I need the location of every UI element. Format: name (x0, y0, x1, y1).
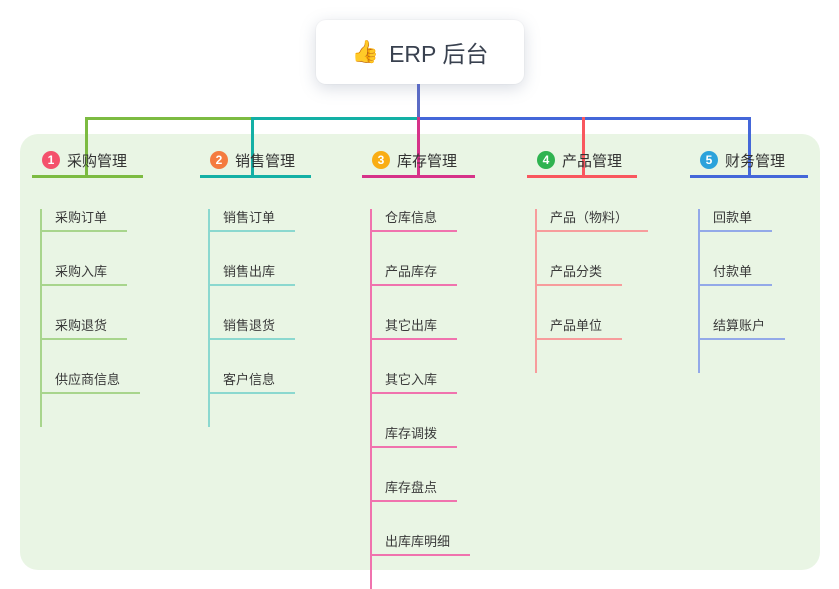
mindmap-canvas (20, 134, 820, 570)
branch-title-procurement[interactable]: 1 采购管理 (32, 145, 143, 178)
node-warehouse-info[interactable]: 仓库信息 (370, 209, 458, 232)
node-receipt-bill[interactable]: 回款单 (698, 209, 773, 232)
branch-vline (208, 209, 210, 427)
branch-product: 4 产品管理 产品（物料） 产品分类 产品单位 (527, 145, 649, 373)
connector-v-branch4 (582, 117, 585, 178)
branch-vline (40, 209, 42, 427)
badge-1: 1 (42, 151, 60, 169)
branch-label: 产品管理 (562, 152, 623, 170)
branch-children: 销售订单 销售出库 销售退货 客户信息 (208, 209, 311, 427)
branch-procurement: 1 采购管理 采购订单 采购入库 采购退货 供应商信息 (32, 145, 143, 427)
root-node-label: ERP 后台 (389, 41, 489, 67)
node-other-outbound[interactable]: 其它出库 (370, 317, 458, 340)
node-product-unit[interactable]: 产品单位 (535, 317, 623, 340)
connector-v-branch3 (417, 117, 420, 178)
node-stock-transfer[interactable]: 库存调拨 (370, 425, 458, 448)
node-sales-order[interactable]: 销售订单 (208, 209, 296, 232)
branch-vline (698, 209, 700, 373)
node-purchase-order[interactable]: 采购订单 (40, 209, 128, 232)
badge-5: 5 (700, 151, 718, 169)
branch-sales: 2 销售管理 销售订单 销售出库 销售退货 客户信息 (200, 145, 311, 427)
node-product-material[interactable]: 产品（物料） (535, 209, 649, 232)
branch-finance: 5 财务管理 回款单 付款单 结算账户 (690, 145, 808, 373)
connector-h-branch2 (251, 117, 419, 120)
branch-title-product[interactable]: 4 产品管理 (527, 145, 637, 178)
node-payment-bill[interactable]: 付款单 (698, 263, 773, 286)
node-sales-outbound[interactable]: 销售出库 (208, 263, 296, 286)
branch-children: 回款单 付款单 结算账户 (698, 209, 808, 373)
connector-h-branch1 (85, 117, 253, 120)
badge-4: 4 (537, 151, 555, 169)
badge-3: 3 (372, 151, 390, 169)
node-product-category[interactable]: 产品分类 (535, 263, 623, 286)
thumbs-up-icon: 👍 (351, 39, 380, 64)
node-settlement-account[interactable]: 结算账户 (698, 317, 786, 340)
branch-label: 采购管理 (67, 152, 128, 170)
node-customer-info[interactable]: 客户信息 (208, 371, 296, 394)
branch-vline (370, 209, 372, 589)
branch-title-inventory[interactable]: 3 库存管理 (362, 145, 475, 178)
branch-vline (535, 209, 537, 373)
connector-v-branch5 (748, 117, 751, 178)
node-other-inbound[interactable]: 其它入库 (370, 371, 458, 394)
branch-label: 销售管理 (235, 152, 296, 170)
branch-title-sales[interactable]: 2 销售管理 (200, 145, 311, 178)
node-purchase-return[interactable]: 采购退货 (40, 317, 128, 340)
branch-label: 库存管理 (397, 152, 458, 170)
node-stock-taking[interactable]: 库存盘点 (370, 479, 458, 502)
node-outbound-detail[interactable]: 出库库明细 (370, 533, 471, 556)
node-supplier-info[interactable]: 供应商信息 (40, 371, 141, 394)
branch-inventory: 3 库存管理 仓库信息 产品库存 其它出库 其它入库 库存调拨 库存盘点 出库库… (362, 145, 475, 589)
branch-label: 财务管理 (725, 152, 786, 170)
branch-children: 采购订单 采购入库 采购退货 供应商信息 (40, 209, 143, 427)
connector-v-branch1 (85, 117, 88, 178)
branch-children: 仓库信息 产品库存 其它出库 其它入库 库存调拨 库存盘点 出库库明细 (370, 209, 475, 589)
connector-root-stem (417, 84, 420, 118)
branch-title-finance[interactable]: 5 财务管理 (690, 145, 808, 178)
node-purchase-inbound[interactable]: 采购入库 (40, 263, 128, 286)
root-node[interactable]: 👍 ERP 后台 (316, 20, 524, 84)
node-product-stock[interactable]: 产品库存 (370, 263, 458, 286)
node-sales-return[interactable]: 销售退货 (208, 317, 296, 340)
badge-2: 2 (210, 151, 228, 169)
connector-v-branch2 (251, 117, 254, 178)
branch-children: 产品（物料） 产品分类 产品单位 (535, 209, 649, 373)
